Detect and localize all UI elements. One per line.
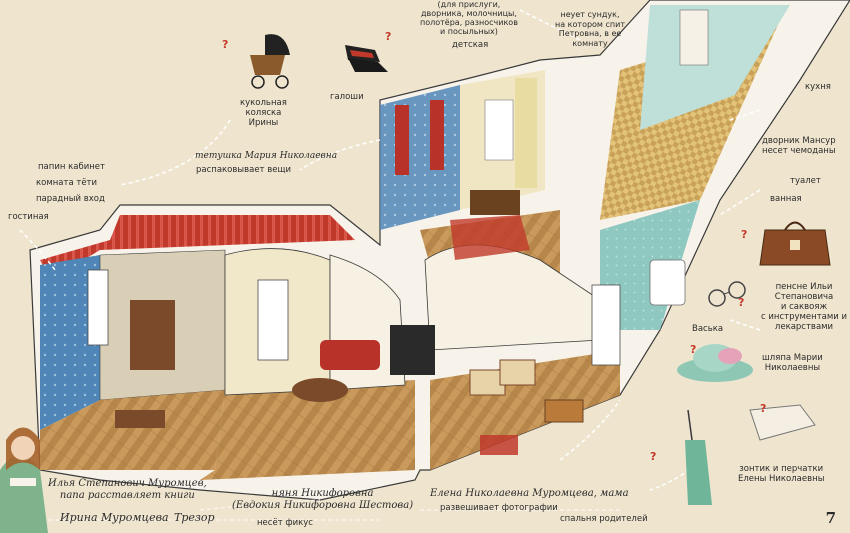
label-bathroom: ванная [770, 194, 802, 204]
label-kitchen: кухня [805, 82, 831, 92]
label-aunt-maria: тетушка Мария Николаевна [195, 151, 338, 161]
label-ilya: Илья Степанович Муромцев, папа расставля… [48, 478, 207, 501]
pince-nez-icon [708, 281, 746, 307]
label-elena: Елена Николаевна Муромцева, мама [430, 488, 629, 499]
study-floor [40, 390, 225, 470]
living-floor [200, 380, 415, 480]
label-parents-bedroom: спальня родителей [560, 514, 648, 524]
irina-portrait [0, 427, 48, 533]
label-umbrella: зонтик и перчатки Елены Николаевны [738, 464, 825, 484]
label-elena-action: развешивает фотографии [440, 503, 558, 513]
label-vaska: Васька [692, 324, 724, 334]
label-trunk: неует сундук, на котором спит Петровна, … [555, 10, 625, 48]
blue-wallpaper-wall [40, 255, 100, 430]
question-mark-galoshes: ? [385, 30, 392, 43]
label-papa-study: папин кабинет [38, 162, 105, 172]
gloves-icon [749, 404, 816, 441]
label-janitor: дворник Мансур несет чемоданы [762, 136, 836, 156]
label-galoshes: галоши [330, 92, 364, 102]
hat-icon [677, 344, 753, 382]
label-hat: шляпа Марии Николаевны [762, 353, 823, 373]
label-trezor: Трезор [174, 511, 215, 524]
umbrella-icon [685, 409, 712, 505]
label-living-room: гостиная [8, 212, 49, 222]
question-mark-bag: ? [741, 228, 748, 241]
red-wallpaper-wall [40, 215, 355, 280]
question-mark-umbrella: ? [650, 450, 657, 463]
question-mark-pince-nez: ? [738, 296, 745, 309]
label-irina: Ирина Муромцева [60, 511, 169, 524]
label-nanny: няня Никифоровна (Евдокия Никифоровна Ше… [232, 488, 414, 511]
stroller-icon [250, 34, 290, 89]
label-nursery: детская [452, 40, 489, 50]
galoshes-icon [345, 45, 388, 72]
label-toilet: туалет [790, 176, 821, 186]
label-stroller: кукольная коляска Ирины [240, 98, 287, 128]
label-pince-nez: пенсне Ильи Степановича и саквояж с инст… [760, 282, 848, 332]
label-aunt-action: распаковывает вещи [196, 165, 291, 175]
label-servant-entrance: (для прислуги, дворника, молочницы, поло… [420, 0, 518, 36]
question-mark-hat: ? [690, 343, 697, 356]
question-mark-gloves: ? [760, 402, 767, 415]
label-aunt-room: комната тёти [36, 178, 98, 188]
question-mark-stroller: ? [222, 38, 229, 51]
page-number: 7 [825, 509, 836, 527]
label-front-entrance: парадный вход [36, 194, 105, 204]
label-nanny-action: несёт фикус [257, 518, 313, 528]
